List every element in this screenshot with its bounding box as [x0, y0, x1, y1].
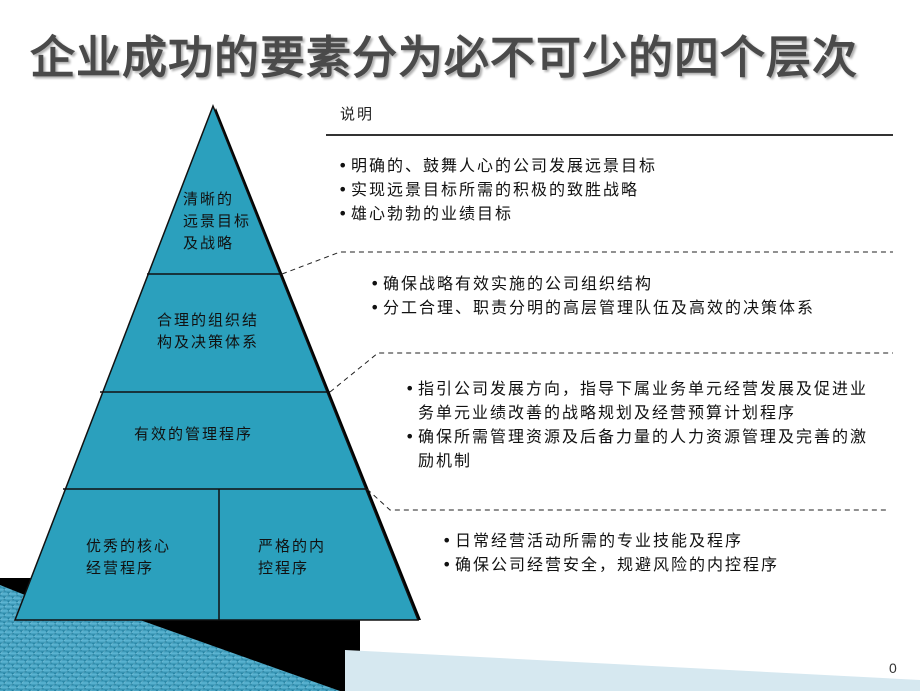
explanation-group-2: 确保战略有效实施的公司组织结构 分工合理、职责分明的高层管理队伍及高效的决策体系	[370, 272, 848, 320]
bullet-item: 分工合理、职责分明的高层管理队伍及高效的决策体系	[370, 296, 848, 320]
explanation-group-1: 明确的、鼓舞人心的公司发展远景目标 实现远景目标所需的积极的致胜战略 雄心勃勃的…	[338, 154, 878, 226]
pyramid-body	[13, 103, 420, 621]
label-line: 远景目标	[183, 212, 252, 230]
explanation-group-3: 指引公司发展方向，指导下属业务单元经营发展及促进业务单元业绩改善的战略规划及经营…	[405, 377, 883, 473]
pyramid-level-2-label: 合理的组织结 构及决策体系	[157, 309, 259, 353]
bullet-item: 确保公司经营安全，规避风险的内控程序	[442, 553, 882, 577]
bullet-item: 确保战略有效实施的公司组织结构	[370, 272, 848, 296]
bullet-item: 确保所需管理资源及后备力量的人力资源管理及完善的激励机制	[405, 425, 883, 473]
bullet-item: 指引公司发展方向，指导下属业务单元经营发展及促进业务单元业绩改善的战略规划及经营…	[405, 377, 883, 425]
label-line: 有效的管理程序	[134, 425, 254, 443]
page-number: 0	[889, 660, 897, 676]
label-line: 控程序	[258, 559, 310, 577]
label-line: 经营程序	[86, 559, 155, 577]
pyramid-level-1-label: 清晰的 远景目标 及战略	[183, 188, 251, 254]
slide-title: 企业成功的要素分为必不可少的四个层次	[30, 31, 859, 84]
bullet-item: 实现远景目标所需的积极的致胜战略	[338, 178, 878, 202]
bullet-item: 明确的、鼓舞人心的公司发展远景目标	[338, 154, 878, 178]
label-line: 严格的内	[258, 537, 327, 555]
label-line: 构及决策体系	[157, 333, 260, 351]
label-line: 清晰的	[183, 190, 235, 208]
label-line: 及战略	[183, 234, 235, 252]
label-line: 优秀的核心	[86, 537, 172, 555]
label-line: 合理的组织结	[157, 311, 260, 329]
explanation-heading: 说明	[340, 105, 375, 123]
explanation-group-4: 日常经营活动所需的专业技能及程序 确保公司经营安全，规避风险的内控程序	[442, 529, 882, 577]
bullet-item: 日常经营活动所需的专业技能及程序	[442, 529, 882, 553]
heading-rule	[326, 134, 893, 136]
leader-lines	[281, 251, 893, 511]
pyramid-level-3-label: 有效的管理程序	[134, 423, 253, 445]
pyramid-level-4b-label: 严格的内 控程序	[258, 535, 326, 579]
pyramid-level-4a-label: 优秀的核心 经营程序	[86, 535, 171, 579]
bullet-item: 雄心勃勃的业绩目标	[338, 202, 878, 226]
